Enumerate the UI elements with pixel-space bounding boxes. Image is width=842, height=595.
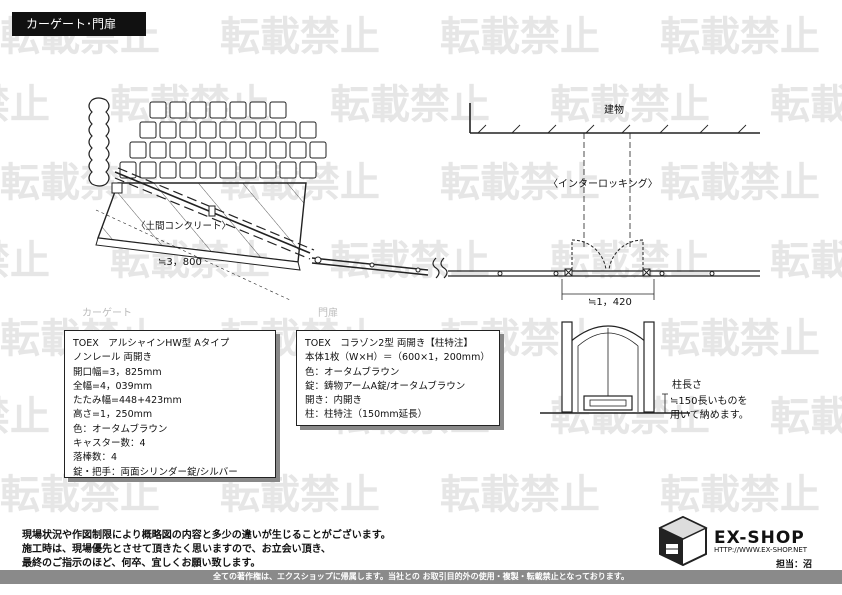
fence-rail	[448, 268, 760, 277]
spec-line: 高さ=1，250mm	[73, 409, 153, 421]
staff-label: 担当：沼	[776, 560, 813, 570]
spec-line: 色：オータムブラウン	[305, 366, 400, 378]
paving-brick	[289, 141, 307, 159]
spec-line: ノンレール 両開き	[73, 352, 153, 364]
paving-brick	[139, 161, 157, 179]
paving-brick	[239, 161, 257, 179]
paving-brick	[169, 101, 187, 119]
paving-brick	[169, 141, 187, 159]
paving-brick	[179, 161, 197, 179]
spec-line: TOEX アルシャインHW型 Aタイプ	[73, 338, 230, 349]
dim-gate-width: ≒3，800	[158, 257, 202, 268]
section-label-gate: 門扉	[318, 308, 338, 319]
paving-brick	[189, 141, 207, 159]
paving-brick	[229, 101, 247, 119]
building-wall	[469, 103, 760, 134]
paving-brick	[159, 161, 177, 179]
building-label: 建物	[604, 105, 624, 116]
spec-line: 落棒数：4	[73, 452, 118, 464]
paving-brick	[179, 121, 197, 139]
paving-brick	[249, 101, 267, 119]
paving-brick	[269, 101, 287, 119]
spec-line: キャスター数：4	[73, 438, 146, 450]
ex-shop-logo-icon	[658, 515, 708, 567]
spec-line: 錠・把手：両面シリンダー錠/シルバー	[73, 466, 238, 478]
paving-brick	[209, 141, 227, 159]
spec-line: TOEX コラゾン2型 両開き【柱特注】	[305, 338, 473, 349]
pillar-label: 柱長さ	[672, 380, 702, 391]
gate-elevation	[540, 321, 690, 414]
break-symbol-icon	[432, 257, 448, 279]
note-line: 最終のご指示のほど、何卒、宜しくお願い致します。	[22, 558, 261, 569]
spec-line: 柱：柱特注（150mm延長）	[305, 409, 428, 421]
pillar-note-2: 用いて納めます。	[670, 410, 749, 421]
logo-name: EX-SHOP	[714, 528, 805, 548]
paving-brick	[279, 161, 297, 179]
paving-brick	[269, 141, 287, 159]
interlocking-paving	[119, 101, 327, 179]
paving-brick	[249, 141, 267, 159]
paving-brick	[149, 141, 167, 159]
page-title: カーゲート･門扉	[12, 12, 146, 36]
carport-gate-leaf	[95, 167, 429, 301]
spec-box-carport: TOEX アルシャインHW型 Aタイプ ノンレール 両開き 開口幅=3，825m…	[64, 330, 276, 478]
logo-url: HTTP://WWW.EX-SHOP.NET	[714, 546, 808, 554]
paving-brick	[189, 101, 207, 119]
paving-brick	[299, 161, 317, 179]
paving-brick	[209, 101, 227, 119]
paving-brick	[219, 121, 237, 139]
note-line: 施工時は、現場優先とさせて頂きたく思いますので、お立会い頂き、	[22, 544, 331, 555]
spec-line: 錠：鋳物アームA錠/オータムブラウン	[305, 380, 466, 392]
spec-line: 開口幅=3，825mm	[73, 366, 162, 378]
paving-brick	[219, 161, 237, 179]
paving-brick	[309, 141, 327, 159]
concrete-label: 〈土間コンクリート〉	[136, 221, 232, 232]
paving-brick	[129, 141, 147, 159]
paving-brick	[259, 161, 277, 179]
spec-line: 色：オータムブラウン	[73, 423, 168, 435]
paving-brick	[229, 141, 247, 159]
paving-brick	[199, 161, 217, 179]
gate-door-swing	[571, 239, 644, 271]
section-label-carport: カーゲート	[82, 308, 132, 319]
spec-box-gate: TOEX コラゾン2型 両開き【柱特注】 本体1枚（W×H）＝（600×1，20…	[296, 330, 500, 426]
paving-brick	[239, 121, 257, 139]
paving-brick	[149, 101, 167, 119]
dim-door-width-label: ≒1，420	[588, 297, 632, 308]
paving-brick	[279, 121, 297, 139]
dim-door-width	[561, 279, 655, 300]
note-line: 現場状況や作図制限により概略図の内容と多少の違いが生じることがございます。	[22, 530, 391, 541]
copyright-footer: 全ての著作権は、エクスショップに帰属します。当社との お取引目的外の使用・複製・…	[0, 570, 842, 584]
concrete-slab	[95, 182, 307, 271]
spec-line: 開き：内開き	[305, 395, 363, 407]
shrub-icon	[88, 97, 110, 187]
pillar-note-1: ≒150長いものを	[670, 396, 748, 407]
paving-brick	[199, 121, 217, 139]
paving-brick	[299, 121, 317, 139]
paving-brick	[139, 121, 157, 139]
paving-brick	[259, 121, 277, 139]
spec-line: たたみ幅=448+423mm	[73, 395, 182, 407]
interlocking-label: 〈インターロッキング〉	[548, 179, 658, 190]
spec-line: 全幅=4，039mm	[73, 380, 153, 392]
spec-line: 本体1枚（W×H）＝（600×1，200mm）	[305, 352, 490, 364]
paving-brick	[159, 121, 177, 139]
